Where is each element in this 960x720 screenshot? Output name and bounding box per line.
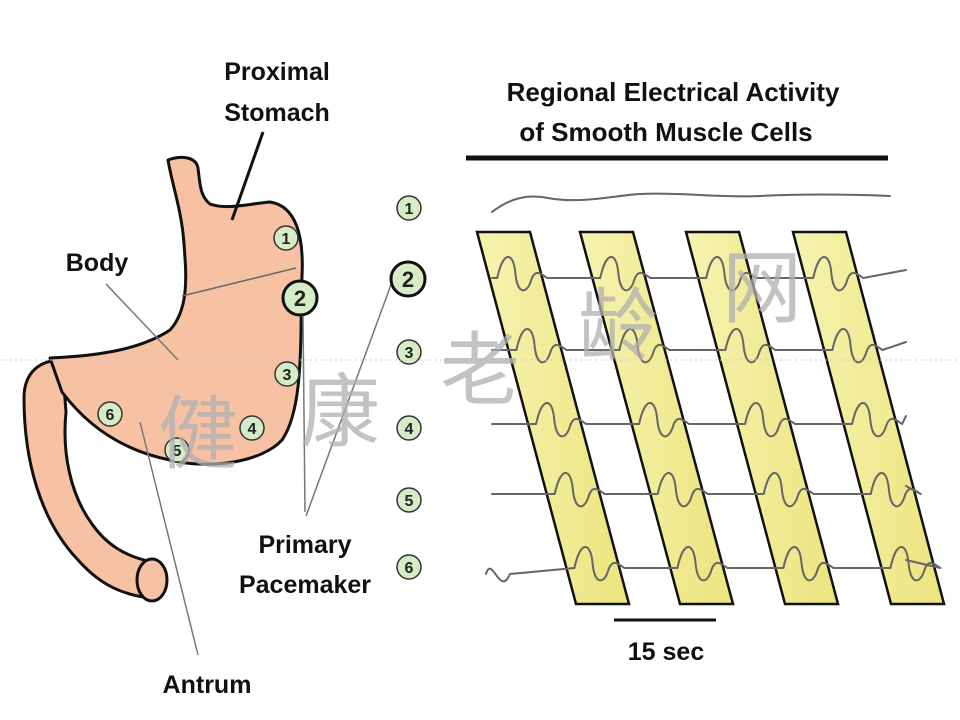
- trace-marker-6: 6: [396, 554, 422, 580]
- watermark: 健 康 老 龄 网: [158, 242, 802, 481]
- trace-4-line: [491, 402, 907, 438]
- svg-text:1: 1: [405, 201, 414, 218]
- svg-text:健: 健: [158, 388, 238, 481]
- duodenum: [22, 358, 154, 600]
- proximal-leader: [230, 131, 265, 221]
- proximal-body-boundary: [181, 267, 297, 297]
- pacemaker-leader-diagonal: [305, 281, 393, 517]
- trace-marker-column: 1 2 3 4 5 6: [389, 195, 427, 580]
- svg-text:4: 4: [405, 421, 414, 438]
- svg-text:2: 2: [402, 267, 414, 292]
- leader-lines: [105, 131, 393, 656]
- trace-marker-1: 1: [396, 195, 422, 221]
- svg-text:2: 2: [294, 286, 306, 311]
- trace-5: [491, 472, 922, 508]
- trace-1: [491, 192, 891, 213]
- stomach-marker-4: 4: [239, 415, 265, 441]
- pacemaker-leader-vertical: [302, 315, 306, 513]
- primary-pacemaker-label-line1: Primary: [258, 531, 351, 559]
- trace-marker-3: 3: [396, 339, 422, 365]
- body-leader: [105, 283, 179, 361]
- primary-pacemaker-label-line2: Pacemaker: [239, 571, 371, 599]
- stomach-marker-3: 3: [274, 361, 300, 387]
- svg-text:老: 老: [440, 324, 520, 417]
- traces-title-line2: of Smooth Muscle Cells: [519, 117, 812, 147]
- trace-marker-2: 2: [389, 260, 427, 298]
- svg-text:3: 3: [405, 345, 414, 362]
- trace-marker-5: 5: [396, 487, 422, 513]
- svg-text:网: 网: [722, 242, 802, 335]
- stomach-marker-1: 1: [273, 225, 299, 251]
- propagation-band-1: [475, 230, 631, 606]
- trace-2: [491, 256, 907, 292]
- svg-text:3: 3: [283, 367, 292, 384]
- trace-2-line: [491, 256, 907, 292]
- propagation-bands: [475, 230, 946, 606]
- duodenum-end: [135, 557, 169, 603]
- svg-text:6: 6: [405, 560, 414, 577]
- antrum-leader: [139, 421, 199, 656]
- svg-text:5: 5: [405, 493, 414, 510]
- traces-title-line1: Regional Electrical Activity: [507, 77, 840, 107]
- stomach-illustration: 1 2 3 4 5 6: [22, 155, 319, 603]
- stomach-outline: [48, 155, 304, 466]
- stomach-marker-2: 2: [281, 279, 319, 317]
- trace-4: [491, 402, 907, 438]
- svg-text:5: 5: [173, 443, 182, 460]
- trace-6-line: [485, 546, 942, 583]
- trace-5-line: [491, 472, 922, 508]
- proximal-label-line2: Stomach: [224, 99, 330, 127]
- svg-text:康: 康: [300, 366, 380, 459]
- scale-label: 15 sec: [628, 638, 705, 666]
- svg-text:6: 6: [106, 407, 115, 424]
- electrical-traces: [485, 192, 942, 583]
- stomach-marker-6: 6: [97, 401, 123, 427]
- trace-6: [485, 546, 942, 583]
- trace-3: [491, 328, 907, 364]
- trace-marker-4: 4: [396, 415, 422, 441]
- proximal-label-line1: Proximal: [224, 58, 330, 86]
- trace-3-line: [491, 328, 907, 364]
- svg-text:龄: 龄: [578, 280, 658, 373]
- body-label: Body: [66, 249, 129, 277]
- stomach-marker-5: 5: [164, 437, 190, 463]
- propagation-band-4: [791, 230, 946, 606]
- svg-text:1: 1: [282, 231, 291, 248]
- svg-text:4: 4: [248, 421, 257, 438]
- antrum-label: Antrum: [163, 671, 252, 699]
- propagation-band-3: [684, 230, 840, 606]
